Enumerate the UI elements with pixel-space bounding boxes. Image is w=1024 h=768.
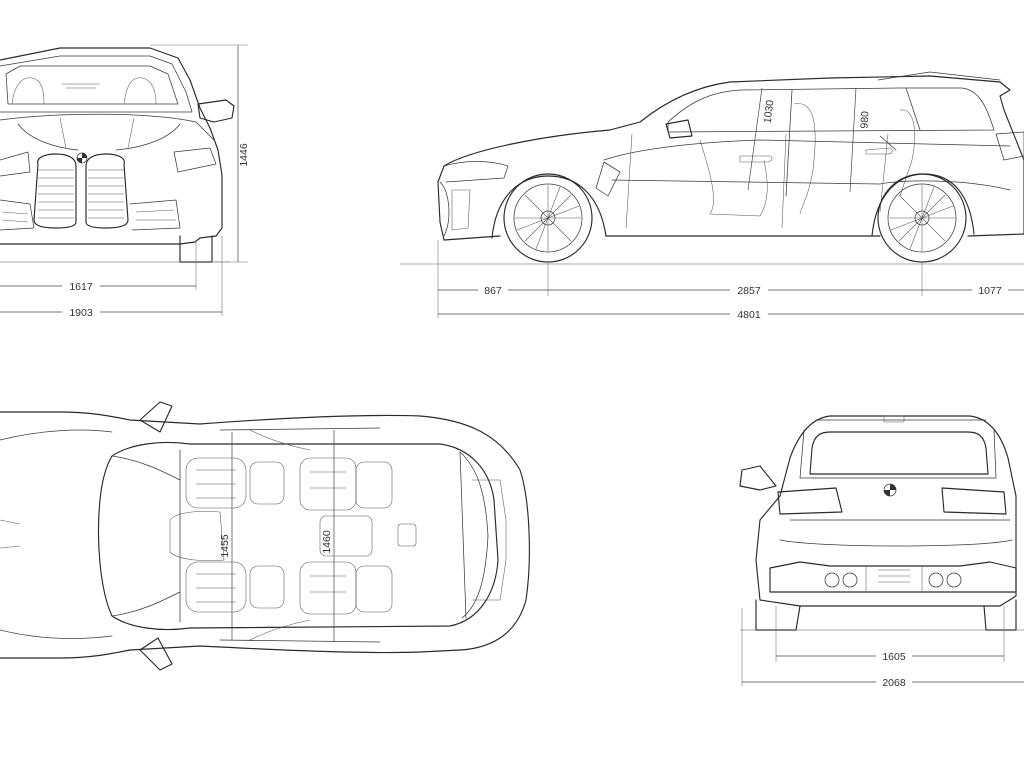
side-rear-wheel xyxy=(871,173,975,263)
front-track-value: 1617 xyxy=(69,281,93,293)
front-width-value: 1903 xyxy=(69,307,93,319)
top-rear-shoulder-value: 1460 xyxy=(321,530,333,554)
bmw-roundel-rear-icon xyxy=(883,483,897,497)
rear-track-value: 1605 xyxy=(882,651,906,663)
side-front-headroom-value: 1030 xyxy=(762,99,777,124)
front-height-value: 1446 xyxy=(238,143,250,167)
side-rear-overhang-value: 1077 xyxy=(978,285,1002,297)
rear-width-value: 2068 xyxy=(882,677,906,689)
bmw-roundel-icon xyxy=(76,152,88,164)
side-front-wheel xyxy=(491,173,607,263)
side-view: 1030 980 867 2857 1077 4801 xyxy=(400,71,1024,321)
side-rear-headroom-value: 980 xyxy=(859,111,872,129)
side-length-value: 4801 xyxy=(737,309,761,321)
top-front-shoulder-value: 1455 xyxy=(219,534,231,558)
rear-view: 1605 2068 xyxy=(739,415,1024,689)
top-view: 1455 1460 xyxy=(0,401,530,671)
side-front-overhang-value: 867 xyxy=(484,285,502,297)
front-view: 1446 1617 1903 xyxy=(0,44,250,319)
side-wheelbase-value: 2857 xyxy=(737,285,761,297)
